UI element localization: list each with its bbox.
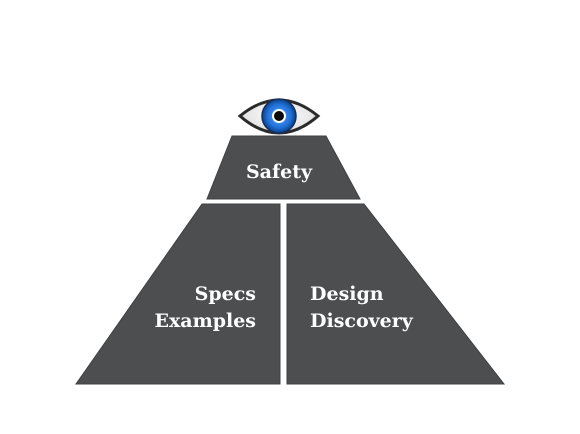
specs-label: Specs — [195, 283, 256, 305]
pyramid-top-section — [206, 135, 361, 200]
design-label: Design — [310, 283, 384, 305]
discovery-label: Discovery — [310, 310, 414, 332]
eye-icon — [237, 98, 321, 135]
pyramid-left-section — [75, 203, 281, 385]
examples-label: Examples — [154, 310, 256, 332]
pyramid-right-section — [286, 203, 506, 385]
safety-label: Safety — [246, 161, 313, 183]
